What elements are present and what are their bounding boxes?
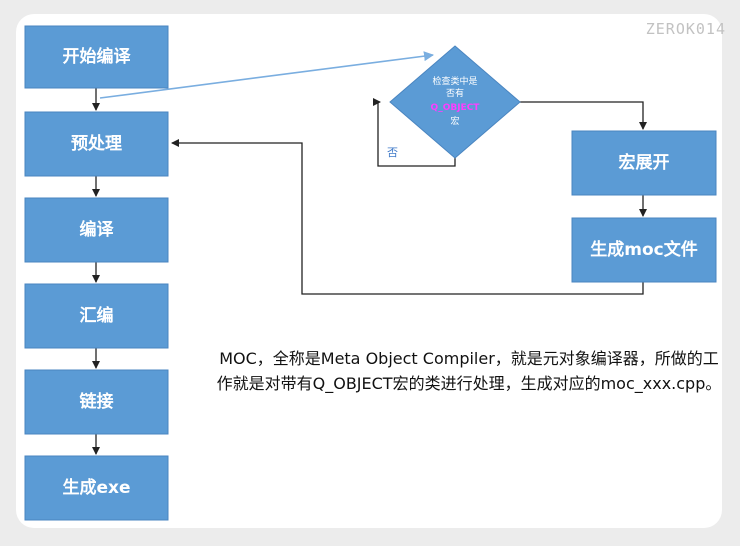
step-macro-expand: 宏展开: [571, 130, 717, 196]
decision-line-3: 宏: [450, 115, 459, 127]
step-label: 生成moc文件: [590, 239, 697, 260]
main-pipeline: 开始编译 预处理 编译 汇编 链接 生成exe: [24, 25, 169, 521]
edge-label-no: 否: [387, 146, 398, 159]
decision-line-2: 否有: [446, 87, 464, 99]
step-compile: 编译: [24, 197, 169, 263]
decision-qobject: 检查类中是 否有 Q_OBJECT 宏: [389, 45, 521, 159]
step-link: 链接: [24, 369, 169, 435]
arrow-decision-to-macro: [520, 101, 647, 130]
step-preprocess: 预处理: [24, 111, 169, 177]
step-label: 生成exe: [62, 477, 130, 498]
moc-branch: 宏展开 生成moc文件: [571, 130, 717, 283]
watermark: ZEROK014: [645, 20, 726, 38]
step-start-compile: 开始编译: [24, 25, 169, 89]
arrow-to-decision: [99, 51, 434, 99]
description-text: MOC，全称是Meta Object Compiler，就是元对象编译器，所做的…: [216, 349, 722, 393]
decision-keyword: Q_OBJECT: [431, 103, 481, 113]
step-assemble: 汇编: [24, 283, 169, 349]
decision-line-1: 检查类中是: [432, 75, 477, 87]
step-label: 汇编: [80, 305, 114, 326]
arrow-decision-no: [373, 98, 456, 167]
step-generate-moc: 生成moc文件: [571, 217, 717, 283]
step-label: 链接: [80, 391, 114, 412]
step-label: 编译: [80, 219, 115, 240]
step-generate-exe: 生成exe: [24, 455, 169, 521]
step-label: 预处理: [71, 133, 122, 154]
step-label: 宏展开: [619, 152, 670, 173]
arrow-moc-back-to-preprocess: [171, 139, 644, 295]
connectors: [92, 88, 647, 455]
step-label: 开始编译: [63, 46, 132, 67]
